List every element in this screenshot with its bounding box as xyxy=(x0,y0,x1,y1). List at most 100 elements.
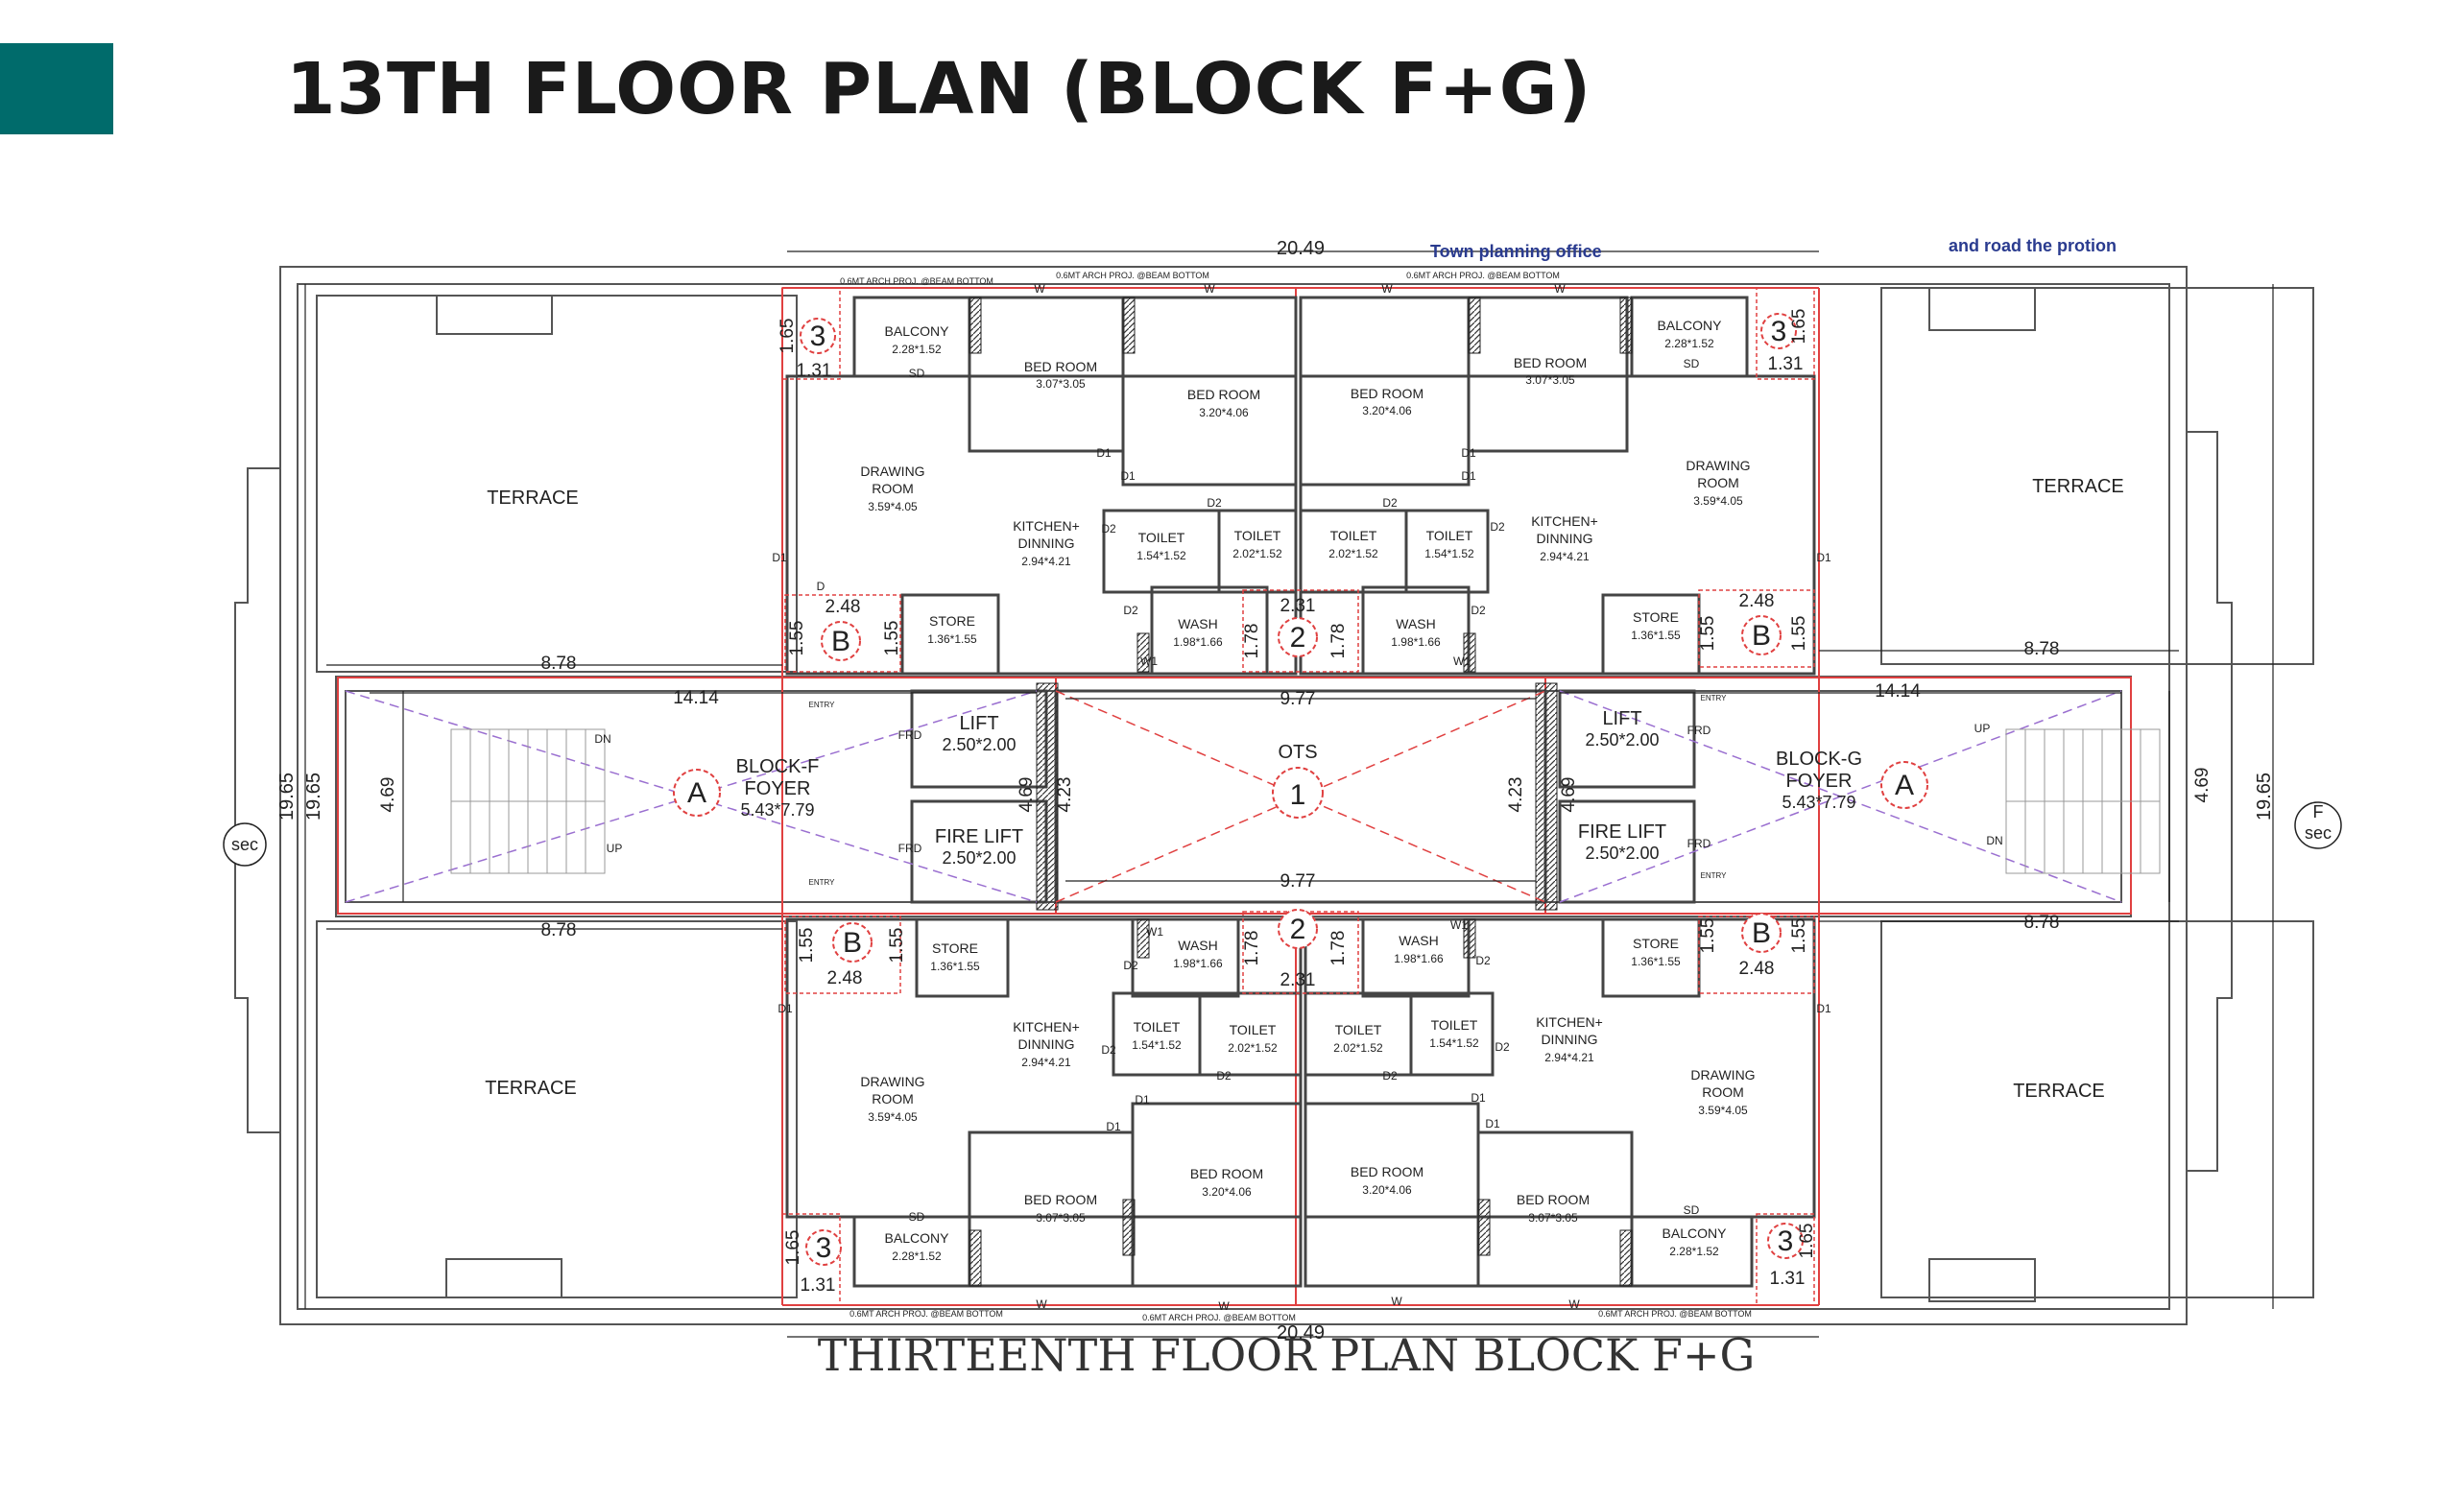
room-toilet-a-br-size: 1.54*1.52 xyxy=(1429,1036,1479,1050)
grid-marker-labels: A A 1 B B B B 2 2 3 3 3 3 xyxy=(687,316,1914,1264)
tag-d2-1: D2 xyxy=(1101,522,1116,535)
dim-overall-depth-left-2: 19.65 xyxy=(303,773,324,821)
room-toilet-a-br: TOILET xyxy=(1431,1017,1478,1033)
room-balcony-tl: BALCONY xyxy=(885,323,950,339)
marker-3-br: 3 xyxy=(1778,1225,1794,1257)
core-lift-right-size: 2.50*2.00 xyxy=(1585,730,1659,750)
dim-178-tr: 1.78 xyxy=(1328,624,1349,659)
dim-469-core-left: 4.69 xyxy=(1017,777,1037,813)
tag-w1-4: W1 xyxy=(1450,918,1468,932)
dim-155-br-2: 1.55 xyxy=(1789,918,1809,954)
dim-155-bl-2: 1.55 xyxy=(887,928,907,964)
room-bedroom-b-br-size: 3.20*4.06 xyxy=(1362,1183,1412,1197)
dim-165-tl: 1.65 xyxy=(777,319,798,354)
room-toilet-b-bl: TOILET xyxy=(1230,1022,1277,1037)
room-toilet-a-tr-size: 1.54*1.52 xyxy=(1424,547,1474,560)
terrace-top-right: TERRACE xyxy=(2032,476,2124,497)
dim-155-tl: 1.55 xyxy=(787,621,807,656)
grid-lines xyxy=(337,287,2132,1306)
tag-w1-2: W1 xyxy=(1453,654,1471,668)
room-bedroom-a-bl: BED ROOM xyxy=(1024,1192,1097,1207)
dim-231-bottom: 2.31 xyxy=(1280,970,1316,990)
room-toilet-b-br-size: 2.02*1.52 xyxy=(1333,1041,1383,1055)
core-fire-lift-left: FIRE LIFT xyxy=(935,826,1023,847)
tag-w1-3: W1 xyxy=(1146,925,1163,939)
core-fire-lift-right-size: 2.50*2.00 xyxy=(1585,844,1659,863)
room-balcony-bl: BALCONY xyxy=(885,1230,950,1246)
tag-d2-8: D2 xyxy=(1475,954,1491,967)
beam-note-1: 0.6MT ARCH PROJ. @BEAM BOTTOM xyxy=(840,276,993,286)
room-drawing-bl: DRAWING xyxy=(860,1074,924,1089)
tag-entry-1: ENTRY xyxy=(809,701,836,709)
room-bedroom-a-br: BED ROOM xyxy=(1517,1192,1590,1207)
tag-d1-11: D1 xyxy=(1485,1117,1500,1130)
tag-w-3: W xyxy=(1381,282,1393,296)
marker-a-left: A xyxy=(687,777,706,809)
dim-178-tl: 1.78 xyxy=(1242,624,1262,659)
dim-155-br: 1.55 xyxy=(1698,918,1718,954)
tag-w-5: W xyxy=(1036,1297,1047,1311)
room-bedroom-b-bl: BED ROOM xyxy=(1190,1166,1263,1181)
room-drawing-br-2: ROOM xyxy=(1702,1084,1744,1100)
room-kitchen-br: KITCHEN+ xyxy=(1536,1014,1603,1030)
marker-3-tl: 3 xyxy=(810,321,826,352)
tag-entry-2: ENTRY xyxy=(809,878,836,887)
tag-d2-3: D2 xyxy=(1382,496,1398,510)
core-lift-left: LIFT xyxy=(959,713,998,734)
stair-up-right: UP xyxy=(1974,722,1991,735)
dim-878-br: 8.78 xyxy=(2024,913,2060,933)
tag-w-2: W xyxy=(1204,282,1215,296)
tag-d2-4: D2 xyxy=(1490,520,1505,534)
tag-frd-1: FRD xyxy=(898,728,922,742)
tag-d2-11: D2 xyxy=(1382,1069,1398,1083)
dim-155-tl-2: 1.55 xyxy=(882,621,902,656)
terrace-top-left: TERRACE xyxy=(487,488,579,509)
room-wash-br-size: 1.98*1.66 xyxy=(1394,952,1444,965)
room-wash-bl-size: 1.98*1.66 xyxy=(1173,957,1223,970)
room-balcony-tr: BALCONY xyxy=(1658,318,1723,333)
tag-sd-3: SD xyxy=(909,1210,925,1224)
tag-d1-4: D1 xyxy=(1461,446,1476,460)
dim-131-bl: 1.31 xyxy=(801,1275,836,1296)
tag-frd-4: FRD xyxy=(1687,837,1711,850)
room-toilet-a-tl-size: 1.54*1.52 xyxy=(1136,549,1186,562)
beam-note-6: 0.6MT ARCH PROJ. @BEAM BOTTOM xyxy=(1598,1309,1752,1319)
room-store-tl-size: 1.36*1.55 xyxy=(927,632,977,646)
marker-3-bl: 3 xyxy=(816,1232,832,1264)
room-bedroom-b-bl-size: 3.20*4.06 xyxy=(1202,1185,1252,1199)
room-wash-tr: WASH xyxy=(1396,616,1435,631)
tag-d2-6: D2 xyxy=(1471,604,1486,617)
grid-markers xyxy=(673,313,1928,1266)
room-bedroom-b-tl-size: 3.20*4.06 xyxy=(1199,406,1249,419)
tag-w-1: W xyxy=(1034,282,1045,296)
tag-d1-10: D1 xyxy=(1471,1091,1486,1105)
marker-b-br: B xyxy=(1752,917,1771,949)
dim-165-tr: 1.65 xyxy=(1789,309,1809,345)
room-store-br: STORE xyxy=(1633,936,1679,951)
stair-up-left: UP xyxy=(607,842,623,855)
room-kitchen-bl-size: 2.94*4.21 xyxy=(1021,1056,1071,1069)
room-store-br-size: 1.36*1.55 xyxy=(1631,955,1681,968)
room-wash-br: WASH xyxy=(1399,933,1438,948)
room-wash-bl: WASH xyxy=(1178,938,1217,953)
tag-d2-7: D2 xyxy=(1123,959,1138,972)
room-toilet-b-bl-size: 2.02*1.52 xyxy=(1228,1041,1278,1055)
block-g-label: BLOCK-G xyxy=(1776,749,1862,770)
room-drawing-br: DRAWING xyxy=(1690,1067,1755,1083)
room-kitchen-bl-2: DINNING xyxy=(1017,1036,1074,1052)
room-kitchen-tr-size: 2.94*4.21 xyxy=(1540,550,1590,563)
room-drawing-tr: DRAWING xyxy=(1686,458,1750,473)
dim-131-br: 1.31 xyxy=(1770,1269,1806,1289)
dim-165-bl: 1.65 xyxy=(783,1230,803,1266)
core-fire-lift-right: FIRE LIFT xyxy=(1578,821,1666,843)
room-drawing-tl-size: 3.59*4.05 xyxy=(868,500,918,513)
stair-dn-left: DN xyxy=(594,732,610,746)
dim-248-tl: 2.48 xyxy=(825,597,861,617)
room-kitchen-br-size: 2.94*4.21 xyxy=(1544,1051,1594,1064)
tag-d-1: D xyxy=(817,580,825,593)
tag-d1-12: D1 xyxy=(1816,1002,1831,1015)
dim-977-top: 9.77 xyxy=(1280,689,1316,709)
note-road: and road the protion xyxy=(1949,236,2117,255)
room-toilet-a-tr: TOILET xyxy=(1426,528,1473,543)
dim-248-tr: 2.48 xyxy=(1739,591,1775,611)
